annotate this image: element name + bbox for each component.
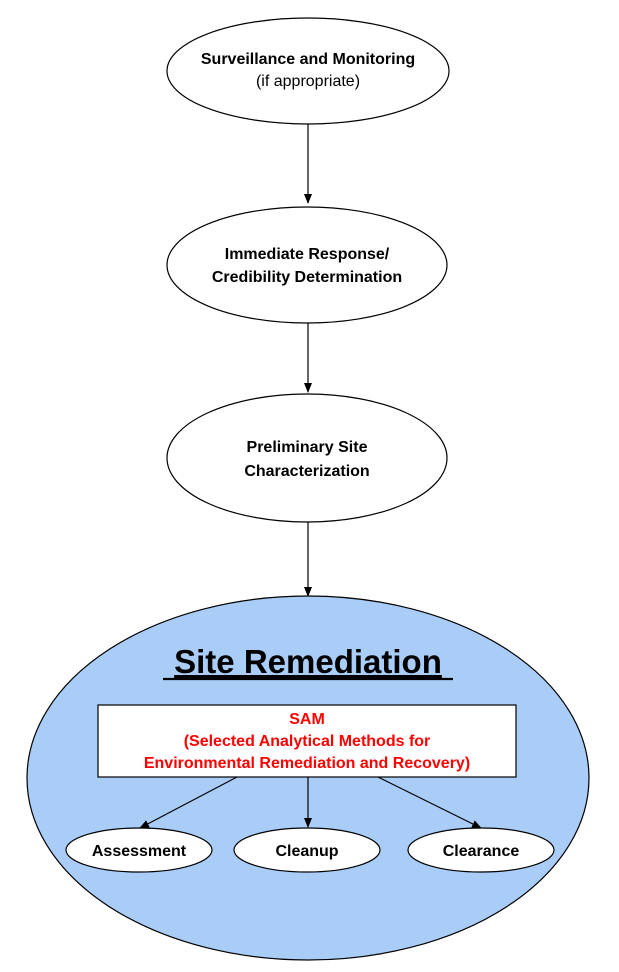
- node-immediate-shape: [166, 206, 448, 324]
- node-preliminary-shape: [166, 393, 448, 523]
- node-assessment: Assessment: [65, 827, 213, 873]
- node-clearance: Clearance: [407, 827, 555, 873]
- node-cleanup-shape: [233, 827, 381, 873]
- node-clearance-label: Clearance: [443, 843, 520, 860]
- node-assessment-label: Assessment: [92, 843, 187, 860]
- node-surveillance-line2: (if appropriate): [256, 73, 360, 90]
- node-clearance-shape: [407, 827, 555, 873]
- node-cleanup: Cleanup: [233, 827, 381, 873]
- node-remediation-title: Site Remediation: [174, 643, 442, 680]
- arrow-sam-to-assessment: [139, 776, 238, 829]
- node-immediate-line2: Credibility Determination: [212, 269, 402, 286]
- node-preliminary-line2: Characterization: [244, 463, 369, 480]
- node-immediate-response: Immediate Response/ Credibility Determin…: [166, 206, 448, 324]
- node-surveillance-line1: Surveillance and Monitoring: [201, 51, 415, 68]
- sam-line3: Environmental Remediation and Recovery): [144, 755, 470, 772]
- sam-line2: (Selected Analytical Methods for: [184, 733, 431, 750]
- sam-box: SAM (Selected Analytical Methods for Env…: [97, 704, 517, 778]
- node-site-remediation: Site Remediation SAM (Selected Analytica…: [26, 595, 590, 961]
- sam-box-shape: [97, 704, 517, 778]
- node-immediate-line1: Immediate Response/: [225, 246, 390, 263]
- arrow-sam-to-clearance: [377, 776, 482, 829]
- node-surveillance: Surveillance and Monitoring (if appropri…: [166, 17, 450, 125]
- node-preliminary: Preliminary Site Characterization: [166, 393, 448, 523]
- node-assessment-shape: [65, 827, 213, 873]
- sam-line1: SAM: [289, 711, 325, 728]
- node-preliminary-line1: Preliminary Site: [247, 439, 368, 456]
- node-cleanup-label: Cleanup: [275, 843, 338, 860]
- node-surveillance-shape: [166, 17, 450, 125]
